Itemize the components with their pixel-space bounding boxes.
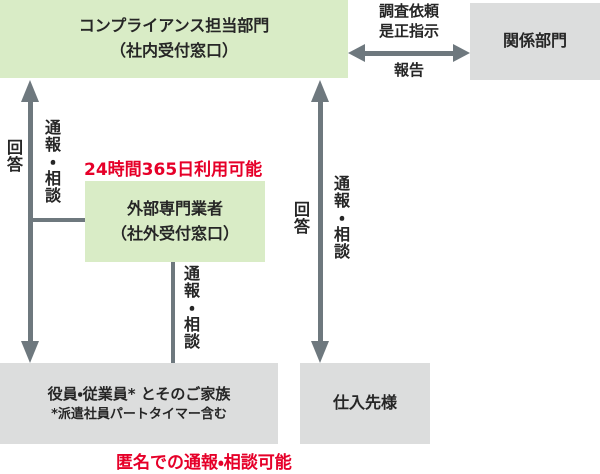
compliance-box-line1: コンプライアンス担当部門: [78, 16, 270, 36]
mid-arrow-shaft: [318, 100, 323, 343]
investigation-instruction-label: 調査依頼 是正指示: [348, 2, 470, 41]
answer-label-mid: 回答: [291, 201, 310, 235]
top-arrow-right-head-icon: [453, 44, 470, 62]
suppliers-box-label: 仕入先様: [332, 393, 397, 413]
compliance-department-box: コンプライアンス担当部門 （社内受付窓口）: [0, 0, 348, 78]
investigation-label-line2: 是正指示: [378, 21, 439, 40]
left-arrow-up-head-icon: [21, 80, 39, 102]
related-box-label: 関係部門: [502, 31, 567, 51]
related-departments-box: 関係部門: [470, 3, 600, 80]
consult-label-mid: 通報・相談: [331, 175, 350, 260]
external-left-connector-line: [28, 218, 85, 222]
consult-label-left: 通報・相談: [42, 119, 61, 204]
external-provider-box: 外部専門業者 （社外受付窓口）: [85, 181, 265, 262]
answer-label-left: 回答: [4, 139, 23, 173]
availability-note: 24時間365日利用可能: [84, 160, 263, 180]
suppliers-box: 仕入先様: [300, 363, 430, 444]
employees-box: 役員・従業員* とそのご家族 *派遣社員パートタイマー含む: [0, 363, 278, 444]
top-arrow-left-head-icon: [348, 44, 365, 62]
external-box-line1: 外部専門業者: [126, 198, 223, 218]
report-label: 報告: [393, 61, 424, 79]
employees-box-line1: 役員・従業員* とそのご家族: [47, 384, 231, 403]
employees-box-line2: *派遣社員パートタイマー含む: [51, 407, 227, 422]
mid-arrow-down-head-icon: [311, 341, 329, 363]
compliance-box-line2: （社内受付窓口）: [109, 41, 238, 60]
external-bottom-connector-line: [171, 262, 175, 363]
consult-label-lower: 通報・相談: [181, 265, 200, 350]
external-box-line2: （社外受付窓口）: [110, 223, 239, 243]
mid-arrow-up-head-icon: [311, 80, 329, 102]
investigation-label-line1: 調査依頼: [378, 2, 439, 20]
left-arrow-down-head-icon: [21, 341, 39, 363]
anonymous-note: 匿名での通報・相談可能: [116, 453, 292, 473]
top-arrow-shaft: [363, 51, 455, 56]
